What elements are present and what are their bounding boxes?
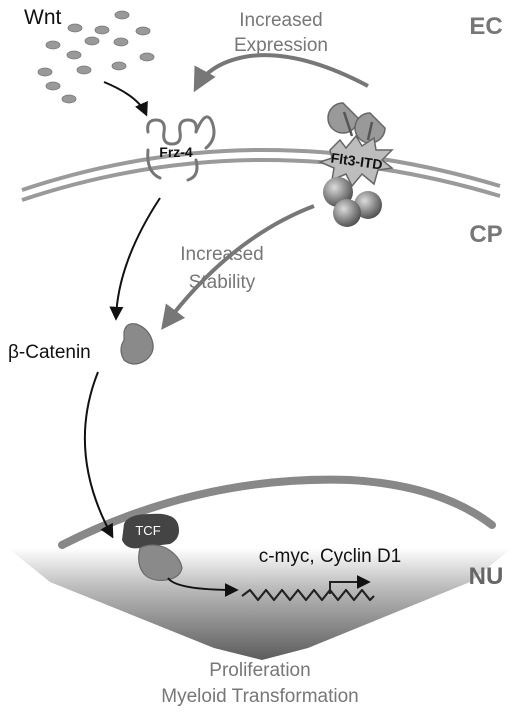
wnt-dot [135, 26, 151, 36]
arrow-flt3-increased-stability [161, 204, 315, 330]
flt3-itd-label: Flt3-ITD [330, 150, 384, 173]
wnt-dot [84, 36, 100, 46]
increased-expression-label-line1: Increased [239, 10, 322, 31]
flt3-itd-receptor [317, 102, 394, 227]
beta-catenin-label: β-Catenin [8, 342, 91, 363]
wnt-dot [94, 25, 110, 35]
arrow-frz4-to-beta-catenin [109, 197, 161, 321]
increased-stability-label-line2: Stability [189, 272, 256, 293]
transcription-start-arrow [329, 575, 371, 594]
wnt-dot [111, 61, 127, 71]
wnt-ligand-dots [37, 10, 155, 104]
arrow-wnt-to-frz4 [103, 81, 148, 117]
arrow-to-target-genes [167, 577, 239, 597]
outcome-label-line1: Proliferation [209, 660, 310, 681]
wnt-label: Wnt [24, 6, 62, 29]
compartment-nu-label: NU [469, 563, 504, 590]
wnt-dot [76, 65, 92, 75]
compartment-ec-label: EC [469, 13, 502, 40]
beta-catenin-protein [120, 323, 154, 365]
frz4-label: Frz-4 [159, 144, 193, 160]
wnt-dot [114, 10, 130, 20]
tcf-label: TCF [135, 523, 160, 538]
arrow-flt3-increased-expression [193, 53, 369, 93]
dna-strand [241, 588, 375, 602]
wnt-dot [61, 94, 77, 104]
increased-stability-label-line1: Increased [180, 244, 263, 265]
beta-catenin-nuclear [138, 544, 183, 581]
outcome-label-line2: Myeloid Transformation [161, 686, 358, 707]
wnt-dot [45, 40, 61, 50]
target-genes-label: c-myc, Cyclin D1 [259, 546, 402, 567]
wnt-dot [45, 81, 61, 91]
nuclear-membrane [58, 475, 496, 549]
compartment-cp-label: CP [469, 221, 502, 248]
wnt-dot [67, 23, 83, 33]
wnt-dot [139, 52, 155, 62]
frz4-receptor [146, 115, 216, 182]
wnt-dot [66, 50, 82, 60]
wnt-dot [37, 67, 53, 77]
arrow-beta-catenin-to-nucleus [83, 371, 114, 539]
cell-membrane [21, 147, 501, 202]
nucleus-gradient-arrow [8, 548, 512, 660]
increased-expression-label-line2: Expression [234, 35, 328, 56]
wnt-dot [113, 37, 129, 47]
tcf-protein [122, 513, 179, 549]
